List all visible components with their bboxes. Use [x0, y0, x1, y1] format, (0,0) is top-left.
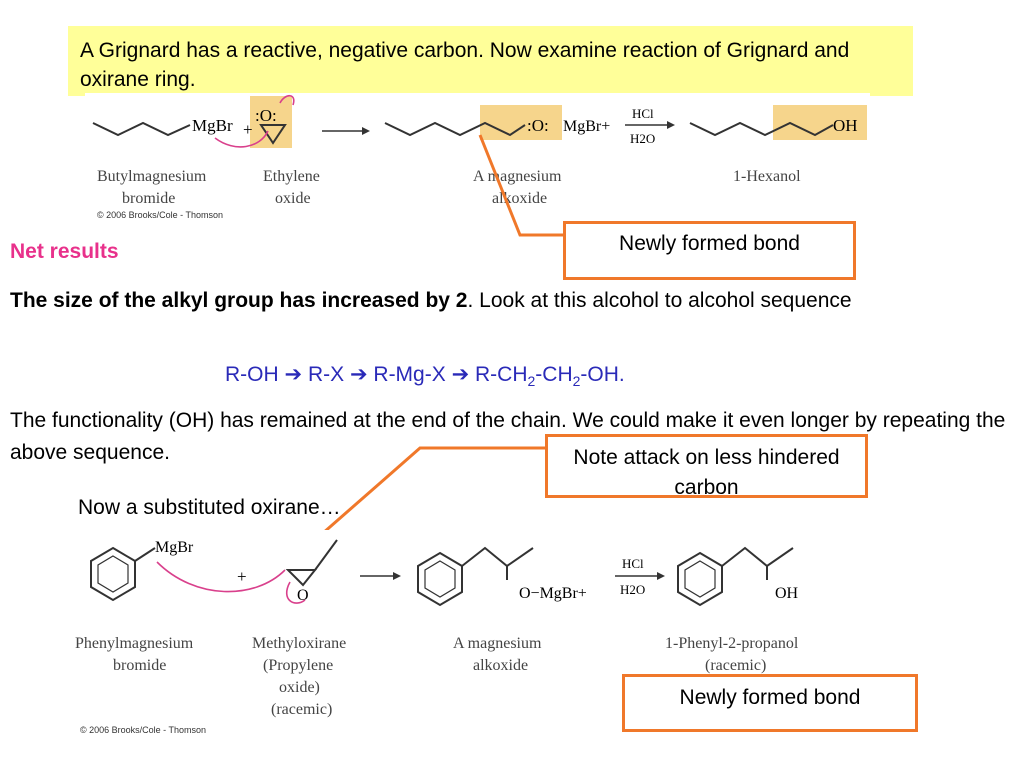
label-hexanol: 1-Hexanol	[733, 168, 801, 185]
seq-sub-2: 2	[572, 373, 581, 390]
benzene-inner-1	[97, 555, 129, 593]
alkoxide-highlight	[480, 105, 562, 140]
propanol-chain	[721, 546, 794, 568]
label-oxide-2: oxide)	[279, 679, 320, 696]
alcohol-sequence: R-OH ➔ R-X ➔ R-Mg-X ➔ R-CH2-CH2-OH.	[225, 362, 625, 389]
methyloxirane-ring	[285, 569, 318, 587]
seq-arrow-3: ➔	[451, 363, 470, 386]
copyright-2: © 2006 Brooks/Cole - Thomson	[80, 725, 206, 735]
para1-rest: . Look at this alcohol to alcohol sequen…	[467, 289, 852, 312]
mgbr-plus-label: MgBr+	[563, 118, 610, 135]
plus-sign-2: +	[237, 567, 247, 586]
alkoxide-chain	[384, 121, 526, 137]
reaction-scheme-1: MgBr + :O: :O: MgBr+ HCl H2O OH Butylmag…	[85, 93, 870, 223]
reaction-arrowhead-4	[657, 572, 665, 580]
reaction-arrowhead-3	[393, 572, 401, 580]
seq-arrow-2: ➔	[349, 363, 368, 386]
reagent-water: H2O	[630, 131, 655, 146]
seq-sub-1: 2	[527, 373, 536, 390]
alkoxide-o-mgbr: O−MgBr+	[519, 585, 587, 602]
ethylene-oxide-o: :O:	[255, 106, 277, 125]
benzene-inner-2	[424, 560, 456, 598]
copyright-1: © 2006 Brooks/Cole - Thomson	[97, 210, 223, 220]
intro-text: A Grignard has a reactive, negative carb…	[80, 39, 850, 91]
alkoxide-chain-2	[461, 546, 534, 568]
label-alkoxide-2: alkoxide	[473, 657, 528, 674]
label-phenyl-propanol: 1-Phenyl-2-propanol	[665, 635, 799, 652]
methyloxirane-o: O	[297, 587, 309, 604]
mgbr-label: MgBr	[192, 116, 233, 135]
intro-highlight	[68, 26, 913, 96]
seq-roh: R-OH	[225, 363, 285, 386]
callout-line-attack	[289, 446, 545, 564]
seq-oh: -OH.	[580, 363, 625, 386]
attack-arrow-1	[214, 130, 269, 148]
label-methyloxirane: Methyloxirane	[252, 635, 346, 652]
reaction-1-svg: MgBr + :O: :O: MgBr+ HCl H2O OH Butylmag…	[92, 94, 867, 220]
hexanol-chain	[689, 121, 834, 137]
paragraph-functionality: The functionality (OH) has remained at t…	[10, 409, 1006, 464]
callout-newly-formed-bond-1: Newly formed bond	[563, 221, 856, 280]
reagent-hcl-2: HCl	[622, 556, 644, 571]
hexanol-oh: OH	[833, 116, 858, 135]
label-oxide: oxide	[275, 190, 311, 207]
phenyl-bond	[134, 547, 156, 562]
net-results-heading: Net results	[10, 240, 119, 263]
reagent-water-2: H2O	[620, 582, 645, 597]
callout-line-1	[478, 134, 565, 237]
label-bromide-2: bromide	[113, 657, 166, 674]
butyl-chain	[92, 121, 191, 137]
label-bromide-1: bromide	[122, 190, 175, 207]
callout-attack-less-hindered: Note attack on less hindered carbon	[545, 434, 868, 499]
seq-rx: R-X	[302, 363, 350, 386]
seq-rch: R-CH	[469, 363, 528, 386]
seq-ch: -CH	[535, 363, 573, 386]
paragraph-size-increase: The size of the alkyl group has increase…	[10, 285, 1010, 317]
mgbr-label-2: MgBr	[155, 539, 194, 556]
electron-arrow-2	[285, 581, 306, 604]
methyl-bond	[314, 539, 338, 571]
propanol-oh: OH	[775, 585, 799, 602]
label-racemic-1: (racemic)	[271, 701, 332, 718]
label-phenylmagnesium: Phenylmagnesium	[75, 635, 194, 652]
callout-newly-formed-bond-2: Newly formed bond	[622, 674, 918, 732]
plus-sign: +	[243, 120, 253, 139]
label-butylmagnesium: Butylmagnesium	[97, 168, 207, 185]
alkoxide-o: :O:	[527, 116, 549, 135]
seq-arrow-1: ➔	[284, 363, 303, 386]
seq-rmgx: R-Mg-X	[367, 363, 452, 386]
label-racemic-2: (racemic)	[705, 657, 766, 674]
attack-arrow-2	[156, 561, 286, 593]
reaction-arrowhead-2	[667, 121, 675, 129]
reaction-2-svg: MgBr + O O−MgBr+ HCl H2O OH Phenylmagnes…	[75, 539, 799, 735]
reaction-scheme-2: MgBr + O O−MgBr+ HCl H2O OH Phenylmagnes…	[75, 530, 845, 745]
reaction-arrowhead-1	[362, 127, 370, 135]
benzene-inner-3	[684, 560, 716, 598]
para1-bold: The size of the alkyl group has increase…	[10, 289, 468, 312]
electron-arrow-1	[279, 94, 295, 106]
paragraph-substituted-oxirane: Now a substituted oxirane…	[78, 496, 341, 519]
reagent-hcl: HCl	[632, 106, 654, 121]
label-propylene: (Propylene	[263, 657, 333, 674]
hexanol-highlight	[773, 105, 867, 140]
label-ethylene: Ethylene	[263, 168, 320, 185]
label-magnesium-2: A magnesium	[453, 635, 542, 652]
